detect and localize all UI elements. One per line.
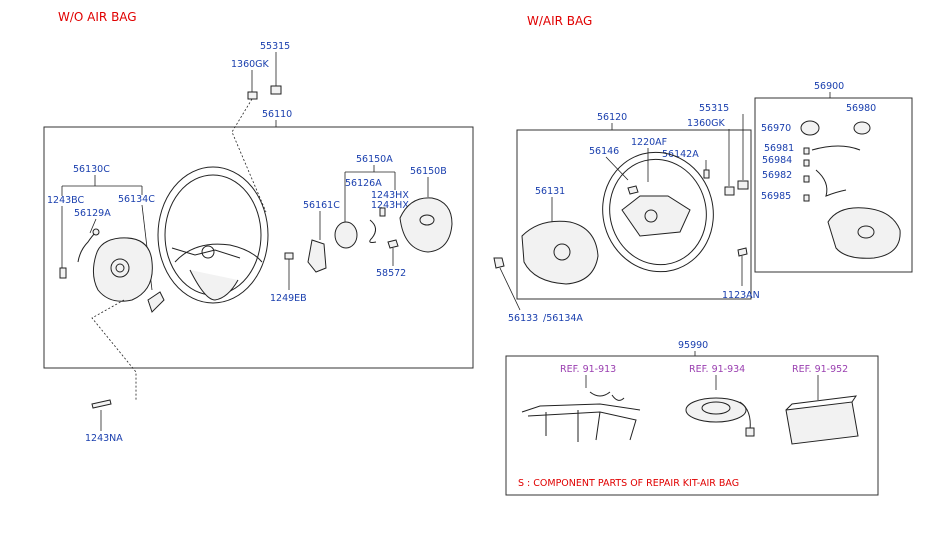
part-label-56126a: 56126A <box>345 178 382 189</box>
part-56980 <box>853 121 871 135</box>
section-title-without-airbag: W/O AIR BAG <box>58 10 137 24</box>
part-label-95990: 95990 <box>678 340 708 351</box>
part-label-56134c: 56134C <box>118 194 155 205</box>
clip-58572 <box>387 239 399 249</box>
srs-control-module-91-952 <box>785 395 859 445</box>
part-label-56133: 56133 <box>508 313 538 324</box>
horn-pad-56150b <box>399 197 453 253</box>
group-box-95990 <box>505 355 879 496</box>
part-label-56980: 56980 <box>846 103 876 114</box>
airbag-module-56900 <box>827 207 901 259</box>
part-label-56984: 56984 <box>762 155 792 166</box>
group-box-56120 <box>516 129 752 300</box>
part-label-1249eb: 1249EB <box>270 293 307 304</box>
part-label-56161c: 56161C <box>303 200 340 211</box>
washer-1360gk-b <box>724 186 735 196</box>
part-56970 <box>800 120 820 136</box>
part-label-55315-a: 55315 <box>260 41 290 52</box>
part-label-56110: 56110 <box>262 109 292 120</box>
bolt-1243na <box>91 399 112 409</box>
part-label-56900: 56900 <box>814 81 844 92</box>
screw-1249eb <box>284 252 294 260</box>
part-label-56982: 56982 <box>762 170 792 181</box>
screw-1243bc <box>59 267 67 279</box>
bracket-56161c <box>307 239 327 273</box>
bolt-1123an <box>737 247 748 257</box>
nut-55315 <box>270 85 282 95</box>
part-label-56134a: /56134A <box>543 313 583 324</box>
part-label-56142a: 56142A <box>662 149 699 160</box>
part-label-56150b: 56150B <box>410 166 447 177</box>
cap-56133 <box>493 257 505 269</box>
cover-56131 <box>521 220 599 285</box>
wire-56129a <box>77 231 97 263</box>
part-label-55315-b: 55315 <box>699 103 729 114</box>
steering-wheel-56120 <box>602 151 714 273</box>
part-label-1243na: 1243NA <box>85 433 123 444</box>
wiring-harness-91-913 <box>521 391 641 442</box>
reference-91-952: REF. 91-952 <box>792 364 848 375</box>
part-label-1123an: 1123AN <box>722 290 760 301</box>
part-label-56146: 56146 <box>589 146 619 157</box>
washer-1360gk <box>247 91 258 100</box>
part-label-56150a: 56150A <box>356 154 393 165</box>
part-label-1220af: 1220AF <box>631 137 667 148</box>
part-label-56981: 56981 <box>764 143 794 154</box>
clock-spring-91-934 <box>685 397 755 437</box>
part-label-56131: 56131 <box>535 186 565 197</box>
wire-56150a <box>369 219 377 243</box>
reference-91-913: REF. 91-913 <box>560 364 616 375</box>
part-label-1360gk-a: 1360GK <box>231 59 270 70</box>
part-label-56970: 56970 <box>761 123 791 134</box>
part-label-1243hx-2: 1243HX <box>371 200 409 211</box>
nut-55315-b <box>737 180 749 190</box>
horn-contact-56126a <box>334 221 358 249</box>
part-label-56985: 56985 <box>761 191 791 202</box>
part-label-1360gk-b: 1360GK <box>687 118 726 129</box>
group-box-without-airbag <box>43 126 474 369</box>
part-label-1243bc: 1243BC <box>47 195 85 206</box>
part-label-56120: 56120 <box>597 112 627 123</box>
section-title-with-airbag: W/AIR BAG <box>527 14 592 28</box>
part-label-1243hx-1: 1243HX <box>371 190 409 201</box>
reference-91-934: REF. 91-934 <box>689 364 745 375</box>
horn-pad-56130c <box>92 237 153 302</box>
repair-kit-note: S : COMPONENT PARTS OF REPAIR KIT-AIR BA… <box>518 478 739 489</box>
steering-wheel-56110 <box>157 166 269 304</box>
wire-harness-56900 <box>811 145 861 197</box>
group-box-56900 <box>754 97 913 273</box>
part-label-56130c: 56130C <box>73 164 110 175</box>
part-label-56129a: 56129A <box>74 208 111 219</box>
bracket-56134c <box>147 291 165 313</box>
part-label-58572: 58572 <box>376 268 406 279</box>
